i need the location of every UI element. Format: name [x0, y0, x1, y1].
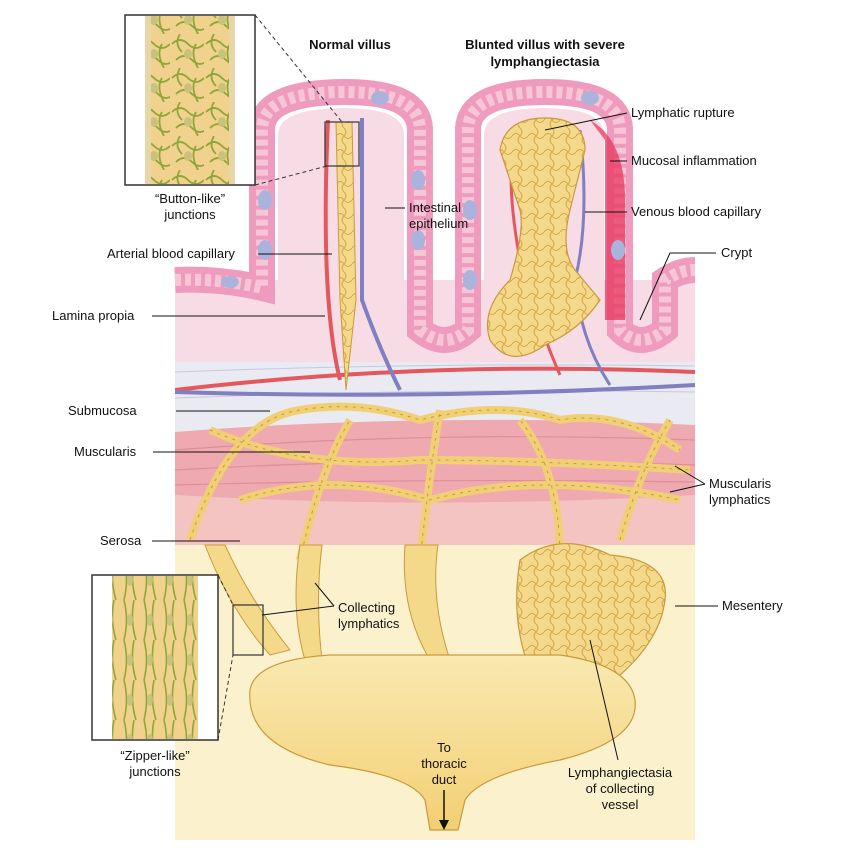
- label-crypt: Crypt: [721, 245, 753, 260]
- label-collecting-lymphatics: Collecting lymphatics: [338, 600, 400, 631]
- arterial-capillary-vessel: [174, 119, 696, 392]
- collecting-lymphatic-1: [204, 544, 291, 656]
- label-intestinal-epithelium: Intestinal epithelium: [409, 200, 469, 231]
- goblet-cells: [221, 91, 625, 290]
- label-serosa: Serosa: [100, 533, 142, 548]
- venous-capillary-vessel: [174, 118, 696, 397]
- label-submucosa: Submucosa: [68, 403, 137, 418]
- collecting-pool: [249, 654, 636, 831]
- serosa-layer: [175, 495, 695, 545]
- label-arterial-capillary: Arterial blood capillary: [107, 246, 235, 261]
- leader-lines: [152, 112, 718, 761]
- button-junctions-caption: “Button-like” junctions: [154, 191, 226, 222]
- label-mesentery: Mesentery: [722, 598, 783, 613]
- zipper-junctions-caption: “Zipper-like” junctions: [120, 748, 190, 779]
- label-muscularis: Muscularis: [74, 444, 137, 459]
- blunted-villus-title: Blunted villus with severe lymphangiecta…: [465, 37, 625, 69]
- button-junction-inset: [124, 14, 256, 186]
- lacteal-tip-box: [324, 121, 360, 167]
- label-lymphangiectasia-vessel: Lymphangiectasia of collecting vessel: [567, 765, 673, 812]
- zipper-junction-inset: [91, 574, 219, 741]
- label-lamina-propia: Lamina propia: [52, 308, 135, 323]
- label-lymphatic-rupture: Lymphatic rupture: [631, 105, 735, 120]
- dilated-lacteal: [486, 117, 601, 357]
- label-muscularis-lymphatics: Muscularis lymphatics: [709, 476, 772, 507]
- normal-villus-title: Normal villus: [309, 37, 391, 52]
- zipper-source-box: [232, 604, 264, 656]
- label-venous-capillary: Venous blood capillary: [631, 204, 762, 219]
- label-thoracic-duct: To thoracic duct: [421, 740, 467, 787]
- mucosal-inflammation-zone: [590, 120, 625, 320]
- label-mucosal-inflammation: Mucosal inflammation: [631, 153, 757, 168]
